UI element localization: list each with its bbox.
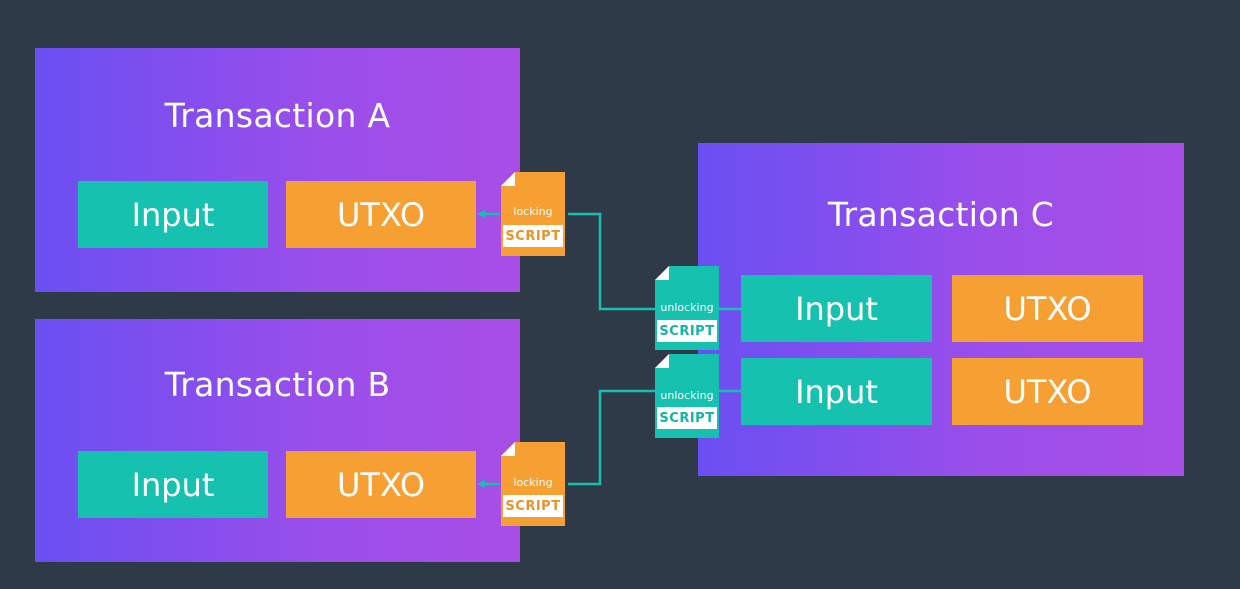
transaction-c-utxo-1: UTXO — [952, 275, 1143, 342]
locking-script-b-caption: locking — [513, 476, 553, 489]
unlocking-script-c2-icon: unlocking SCRIPT — [655, 354, 719, 438]
transaction-c-title: Transaction C — [827, 195, 1055, 234]
transaction-c-utxo-2: UTXO — [952, 358, 1143, 425]
transaction-a-title: Transaction A — [164, 96, 391, 135]
unlocking-script-c1-caption: unlocking — [660, 301, 714, 314]
transaction-c: Transaction C Input UTXO Input UTXO — [698, 143, 1184, 476]
unlocking-script-c1-label: SCRIPT — [657, 320, 717, 342]
locking-script-a-icon: locking SCRIPT — [501, 172, 565, 256]
transaction-c-input-2: Input — [741, 358, 932, 425]
unlocking-script-c2-caption: unlocking — [660, 389, 714, 402]
transaction-a-utxo: UTXO — [286, 181, 476, 248]
transaction-a: Transaction A Input UTXO — [35, 48, 520, 292]
locking-script-a-label: SCRIPT — [503, 225, 563, 247]
transaction-b-input: Input — [78, 451, 268, 518]
transaction-c-input-1: Input — [741, 275, 932, 342]
unlocking-script-c1-icon: unlocking SCRIPT — [655, 266, 719, 350]
unlocking-script-c2-label: SCRIPT — [657, 407, 717, 429]
transaction-b-title: Transaction B — [164, 365, 391, 404]
connector-a-to-c1 — [568, 212, 656, 311]
transaction-b: Transaction B Input UTXO — [35, 319, 520, 562]
transaction-a-input: Input — [78, 181, 268, 248]
locking-script-a-caption: locking — [513, 205, 553, 218]
transaction-b-utxo: UTXO — [286, 451, 476, 518]
connector-b-to-c2 — [568, 389, 656, 486]
locking-script-b-label: SCRIPT — [503, 495, 563, 517]
locking-script-b-icon: locking SCRIPT — [501, 442, 565, 526]
